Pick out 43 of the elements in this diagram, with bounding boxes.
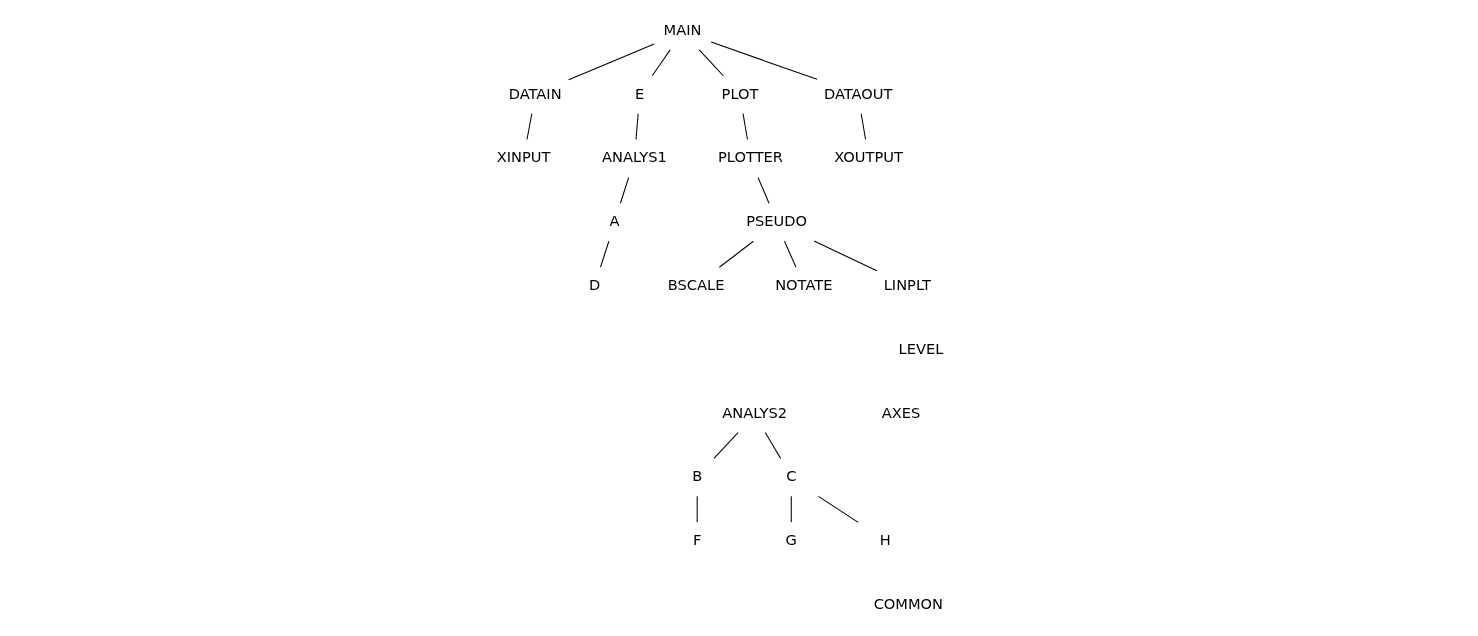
connector [757,176,770,204]
connector [817,495,859,523]
connector [860,113,867,141]
connector [813,240,878,272]
connector [696,495,698,523]
node-text: ANALYS2 [722,403,788,421]
connector [742,113,748,141]
connector [619,176,630,204]
node-text: E [635,84,645,102]
node-text: BSCALE [667,275,725,293]
node-text: PLOT [721,84,759,102]
connector [718,240,754,268]
node-text: G [785,531,797,549]
node-text: F [692,531,702,549]
node-text: NOTATE [775,275,833,293]
connector [568,43,655,81]
connector [713,432,739,459]
connector [698,49,724,77]
connector [764,432,782,459]
node-text: A [609,212,620,230]
connector [651,49,671,77]
node-text: PLOTTER [718,148,783,166]
connector [790,495,792,523]
node-text: D [589,275,601,293]
node-text: LINPLT [883,275,931,293]
node-text: H [879,531,891,549]
label: LEVEL [898,339,944,357]
label: COMMON [873,594,944,612]
node-text: DATAIN [508,84,562,102]
connector [635,113,639,141]
node-text: XOUTPUT [834,148,903,166]
node-text: PSEUDO [746,212,808,230]
node-text: AXES [881,403,921,421]
connector [600,240,610,268]
connector [783,240,797,268]
node-text: B [692,467,703,485]
node-text: ANALYS1 [602,148,667,166]
node-text: XINPUT [496,148,551,166]
node-text: MAIN [663,20,702,38]
connector [526,113,533,141]
node-text: C [786,467,797,485]
connector [710,41,818,80]
node-text: DATAOUT [823,84,893,102]
